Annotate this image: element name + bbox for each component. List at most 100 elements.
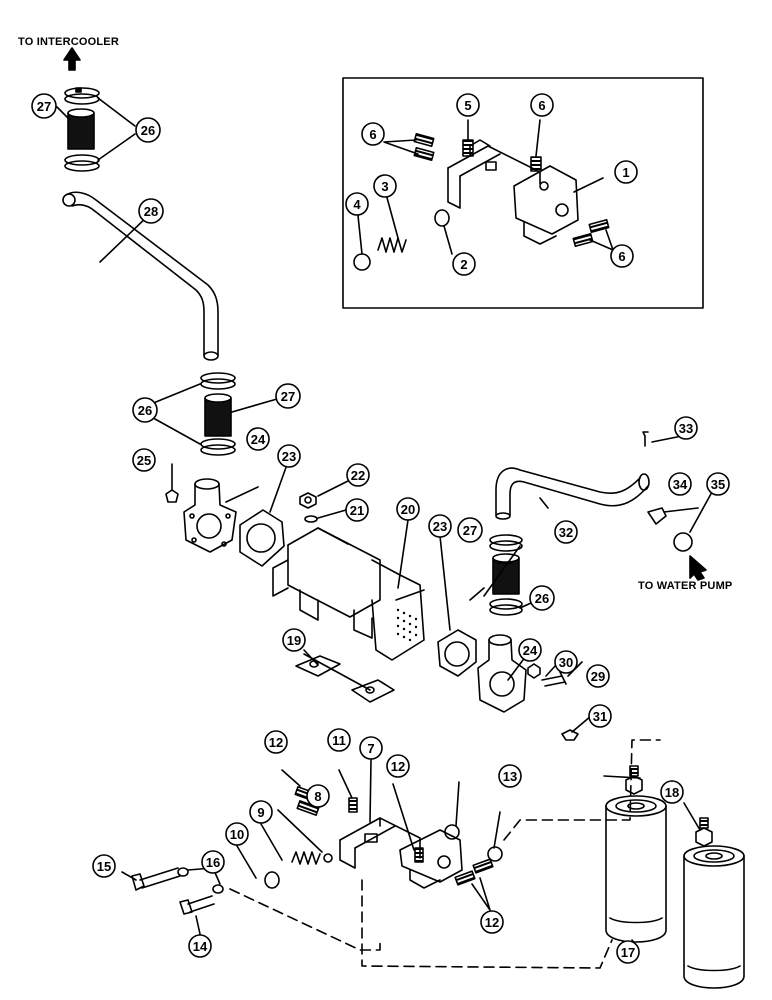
callout-25: 25 [132,448,156,472]
svg-text:11: 11 [332,733,346,748]
svg-text:2: 2 [460,257,467,272]
svg-text:20: 20 [401,502,415,517]
arrow-down-right-icon [689,555,707,581]
nut-22 [299,492,317,509]
svg-text:30: 30 [559,655,573,670]
svg-text:25: 25 [137,453,151,468]
callout-1: 1 [614,160,638,184]
callout-11: 11 [327,728,351,752]
plug-12-lower [454,858,494,886]
svg-text:18: 18 [665,785,679,800]
callout-20: 20 [396,497,420,521]
to-intercooler-label: TO INTERCOOLER [18,36,119,48]
fitting-25 [165,489,179,503]
svg-text:27: 27 [281,389,295,404]
oil-cooler-20 [272,527,425,661]
callout-6-top: 6 [530,93,554,117]
bolt-14 [179,895,215,915]
svg-text:28: 28 [144,204,158,219]
callout-28: 28 [138,198,164,224]
svg-text:1: 1 [622,165,629,180]
spring-9 [291,851,321,865]
svg-text:26: 26 [141,123,155,138]
svg-text:23: 23 [433,519,447,534]
plugs-6-right [572,219,610,247]
bolt-15 [131,867,181,891]
callout-19: 19 [282,628,306,652]
callout-30: 30 [554,650,578,674]
callout-7: 7 [359,736,383,760]
callout-26-top: 26 [135,117,161,143]
svg-text:32: 32 [559,525,573,540]
oring-13-b [487,846,503,862]
callout-27-right: 27 [457,517,483,543]
callout-2: 2 [452,252,476,276]
svg-text:24: 24 [523,643,538,658]
callout-27-top: 27 [31,93,57,119]
svg-text:31: 31 [593,709,607,724]
callout-27-mid: 27 [275,383,301,409]
bolt-29 [541,671,567,687]
arrow-up-icon [63,47,81,71]
svg-text:33: 33 [679,421,693,436]
svg-text:22: 22 [351,468,365,483]
mid-clamp-top [200,372,236,390]
washer-21 [304,515,318,523]
fitting-31 [561,729,579,741]
svg-text:26: 26 [138,403,152,418]
clip-34 [647,507,667,525]
callout-23-right: 23 [428,514,452,538]
svg-text:34: 34 [673,477,688,492]
mid-clamp-bottom [200,438,236,456]
callout-10: 10 [225,822,249,846]
svg-text:16: 16 [206,855,220,870]
callout-24-lower: 24 [518,638,542,662]
callout-markers: 27 26 28 6 5 6 1 3 4 2 6 26 27 25 24 23 … [31,93,730,964]
washer-16-a [177,867,189,877]
callout-32: 32 [554,520,578,544]
callout-12-upper: 12 [264,730,288,754]
right-sleeve [492,553,520,595]
svg-text:15: 15 [97,859,111,874]
detail-inset-frame [342,77,704,309]
callout-6-right: 6 [610,244,634,268]
callout-12-lower: 12 [480,910,504,934]
gasket-23-left [239,509,285,567]
gasket-19-b [351,679,395,703]
right-clamp-bottom [489,598,523,616]
elbow-housing-upper [183,478,237,553]
to-water-pump-label: TO WATER PUMP [638,580,733,592]
callout-18: 18 [660,780,684,804]
callout-4: 4 [345,192,369,216]
svg-text:19: 19 [287,633,301,648]
callout-16: 16 [201,850,225,874]
oring-35 [673,532,693,552]
plug-6-top [530,156,542,172]
filter-17-left [605,795,667,943]
callout-17: 17 [616,940,640,964]
ball-8 [323,853,333,863]
nut-30 [527,663,541,679]
adapter-18-a [625,765,643,795]
svg-text:9: 9 [257,805,264,820]
callout-26-right: 26 [529,585,555,611]
callout-23-left: 23 [277,444,301,468]
callout-33: 33 [674,416,698,440]
callout-6-left: 6 [361,122,385,146]
plug-11 [348,797,358,813]
plug-5 [462,139,474,157]
callout-21: 21 [345,498,369,522]
spring-3 [377,237,407,253]
cap-4 [353,253,371,271]
svg-text:23: 23 [282,449,296,464]
lower-clamp-top [64,154,100,172]
svg-text:10: 10 [230,827,244,842]
callout-9: 9 [249,800,273,824]
svg-text:5: 5 [464,98,471,113]
callout-35: 35 [706,472,730,496]
svg-text:24: 24 [251,432,266,447]
callout-24-upper: 24 [246,427,270,451]
svg-text:12: 12 [391,759,405,774]
callout-3: 3 [373,174,397,198]
